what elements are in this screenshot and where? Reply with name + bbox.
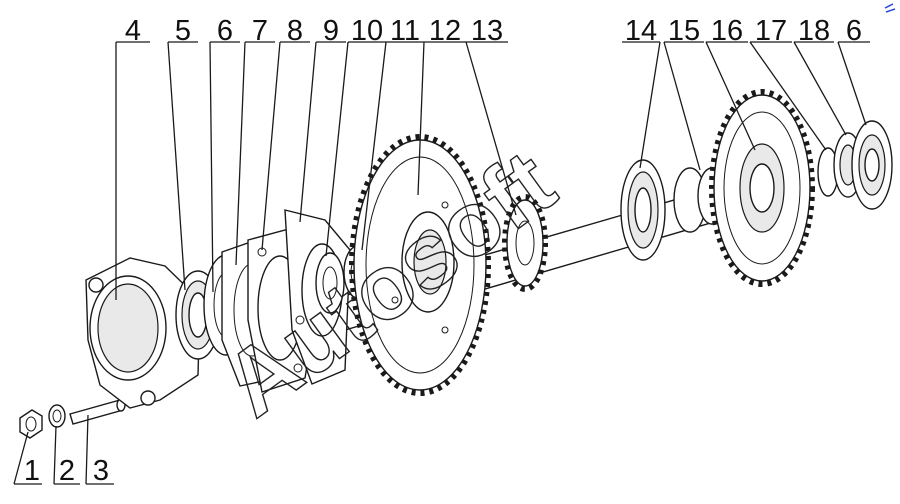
callout-leader bbox=[417, 41, 425, 196]
callout-leader bbox=[209, 41, 214, 293]
callout-leader bbox=[325, 41, 349, 257]
callout-label: 8 bbox=[287, 15, 303, 47]
callout-label: 6 bbox=[217, 15, 233, 47]
callout-label: 17 bbox=[755, 15, 787, 47]
callout-label: 2 bbox=[59, 455, 75, 487]
callout-label: 18 bbox=[798, 15, 830, 47]
callout-leader bbox=[837, 41, 867, 126]
part-3-pin bbox=[69, 398, 126, 425]
callout-label: 11 bbox=[390, 15, 420, 47]
callout-label: 6 bbox=[846, 15, 862, 47]
callout-group: 4 5 6 7 8 9 10 11 12 13 14 15 bbox=[13, 15, 870, 487]
part-2-washer bbox=[48, 404, 66, 428]
callout-leader bbox=[639, 41, 661, 169]
callout-label: 5 bbox=[175, 15, 191, 47]
callout-leader bbox=[749, 41, 827, 151]
callout-label: 15 bbox=[668, 15, 700, 47]
callout-label: 16 bbox=[711, 15, 743, 47]
callout-label: 9 bbox=[323, 15, 339, 47]
callout-leader bbox=[793, 41, 847, 136]
part-4-cover bbox=[85, 257, 201, 409]
part-16-gear bbox=[709, 89, 815, 287]
callout-leader bbox=[167, 41, 186, 291]
parts-drawing bbox=[19, 89, 893, 439]
callout-label: 7 bbox=[252, 15, 268, 47]
callout-label: 4 bbox=[125, 15, 141, 47]
callout-leader bbox=[299, 41, 317, 223]
part-13-gear bbox=[502, 194, 548, 292]
callout-label: 1 bbox=[24, 455, 40, 487]
callout-leader bbox=[663, 41, 701, 171]
callout-leader bbox=[361, 41, 387, 251]
part-10-seal bbox=[315, 252, 345, 314]
part-1-nut bbox=[19, 409, 43, 439]
part-14-bearing bbox=[620, 159, 666, 261]
callout-label: 3 bbox=[93, 455, 109, 487]
callout-label: 14 bbox=[625, 15, 657, 47]
part-12-gear bbox=[349, 134, 491, 396]
callout-leader bbox=[705, 41, 756, 151]
callout-label: 13 bbox=[471, 15, 503, 47]
callout-leader bbox=[261, 41, 281, 251]
callout-leader bbox=[13, 431, 29, 485]
callout-label: 10 bbox=[351, 15, 383, 47]
callout-leader bbox=[235, 41, 246, 266]
callout-leader bbox=[85, 414, 89, 485]
part-6-ring-right bbox=[851, 120, 893, 210]
callout-label: 12 bbox=[429, 15, 461, 47]
callout-leader bbox=[53, 425, 57, 485]
corner-mark bbox=[884, 3, 896, 13]
callout-leader bbox=[465, 41, 517, 216]
